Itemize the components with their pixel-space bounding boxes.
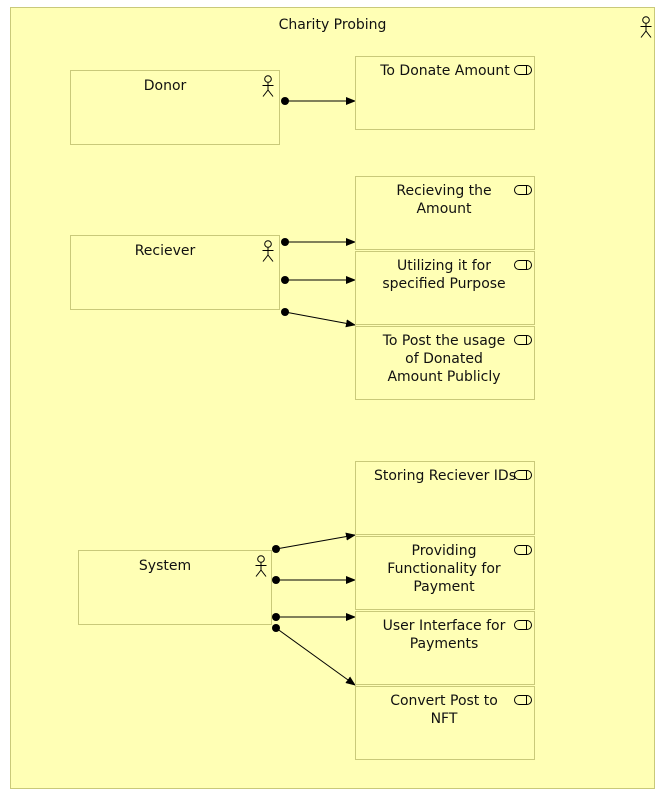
actor-reciever-label: Reciever: [134, 243, 196, 259]
service-storing[interactable]: Storing Reciever IDs: [355, 461, 535, 535]
service-storing-label: Storing Reciever IDs: [373, 468, 517, 484]
service-user-interface-label: User Interface for Payments: [382, 618, 506, 652]
service-post-usage-label: To Post the usage of Donated Amount Publ…: [382, 333, 506, 385]
service-recieving[interactable]: Recieving the Amount: [355, 176, 535, 250]
service-icon: [514, 545, 532, 555]
service-icon: [514, 335, 532, 345]
service-convert-label: Convert Post to NFT: [390, 693, 498, 727]
link-system-storing: [272, 532, 356, 553]
actor-donor-label: Donor: [143, 78, 187, 94]
link-donor-donate: [281, 97, 356, 105]
actor-icon: [262, 75, 274, 97]
link-reciever-post-usage: [281, 308, 356, 328]
service-donate-label: To Donate Amount: [380, 63, 510, 79]
diagram-title: Charity Probing: [278, 17, 387, 33]
service-providing-label: Providing Functionality for Payment: [387, 543, 501, 595]
service-icon: [514, 620, 532, 630]
service-icon: [514, 185, 532, 195]
actor-system-label: System: [138, 558, 192, 574]
service-post-usage[interactable]: To Post the usage of Donated Amount Publ…: [355, 326, 535, 400]
link-system-convert: [272, 624, 356, 686]
link-reciever-utilizing: [281, 276, 356, 284]
service-user-interface[interactable]: User Interface for Payments: [355, 611, 535, 685]
service-donate[interactable]: To Donate Amount: [355, 56, 535, 130]
link-reciever-recieving: [281, 238, 356, 246]
service-icon: [514, 260, 532, 270]
link-system-user-interface: [272, 613, 356, 621]
service-recieving-label: Recieving the Amount: [396, 183, 492, 217]
service-icon: [514, 470, 532, 480]
service-icon: [514, 65, 532, 75]
service-providing[interactable]: Providing Functionality for Payment: [355, 536, 535, 610]
actor-icon: [255, 555, 267, 577]
service-utilizing[interactable]: Utilizing it for specified Purpose: [355, 251, 535, 325]
actor-reciever[interactable]: Reciever: [70, 235, 280, 310]
actor-icon: [262, 240, 274, 262]
actor-donor[interactable]: Donor: [70, 70, 280, 145]
link-system-providing: [272, 576, 356, 584]
service-icon: [514, 695, 532, 705]
service-convert[interactable]: Convert Post to NFT: [355, 686, 535, 760]
service-utilizing-label: Utilizing it for specified Purpose: [382, 258, 506, 292]
actor-system[interactable]: System: [78, 550, 272, 625]
actor-icon: [640, 16, 652, 38]
